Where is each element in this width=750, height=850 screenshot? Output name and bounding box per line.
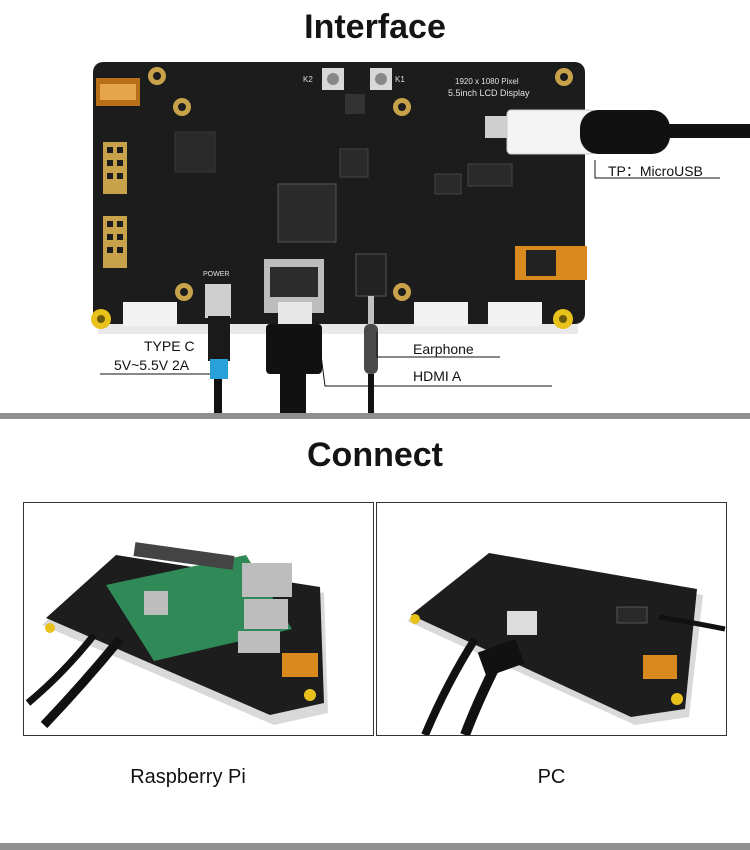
cable (421, 636, 479, 735)
board-model-text: 5.5inch LCD Display (448, 88, 530, 98)
chip (174, 131, 216, 173)
typec-port (205, 284, 231, 318)
typec-cable (214, 379, 222, 414)
header-connector (488, 302, 542, 326)
earphone-port (355, 253, 387, 297)
tp-leader-line (594, 160, 720, 179)
pcb-board (93, 62, 585, 324)
raspberry-pi-caption: Raspberry Pi (130, 766, 246, 788)
lcd-board (411, 553, 697, 717)
earphone-plug (364, 324, 378, 374)
power-silkscreen: POWER (203, 271, 229, 278)
bottom-divider (0, 843, 750, 850)
key-label-k2: K2 (303, 75, 313, 84)
tp-microusb-label: TP：MicroUSB (608, 163, 703, 179)
interface-title: Interface (304, 8, 446, 46)
pin-header (103, 142, 127, 194)
cable (460, 660, 502, 735)
pin-header (103, 216, 127, 268)
cable (40, 636, 124, 729)
main-chip (277, 183, 337, 243)
microusb-cable (660, 124, 750, 138)
board-resolution-text: 1920 x 1080 Pixel (455, 77, 519, 86)
typec-label: TYPE C (144, 338, 195, 354)
typec-voltage-label: 5V~5.5V 2A (114, 357, 190, 373)
earphone-cable (368, 374, 374, 414)
header-connector (123, 302, 177, 326)
connect-title: Connect (307, 436, 443, 474)
section-divider (0, 413, 750, 419)
hdmi-cable (280, 372, 306, 414)
hdmi-plug (266, 324, 322, 374)
pc-caption: PC (537, 766, 566, 788)
key-label-k1: K1 (395, 75, 405, 84)
raspberry-pi-connection-photo (23, 502, 374, 736)
earphone-label: Earphone (413, 341, 474, 357)
interface-board-illustration: K2 K1 1920 x 1080 Pixel 5.5inch LCD Disp… (91, 62, 750, 414)
header-connector (414, 302, 468, 326)
earphone-leader-line (376, 332, 500, 358)
typec-plug (208, 316, 230, 361)
hdmi-leader-line (317, 331, 552, 387)
pc-connection-photo (376, 502, 727, 736)
cable (658, 614, 726, 632)
microusb-port (485, 116, 511, 138)
cable (25, 632, 97, 706)
hdmi-label: HDMI A (413, 368, 462, 384)
